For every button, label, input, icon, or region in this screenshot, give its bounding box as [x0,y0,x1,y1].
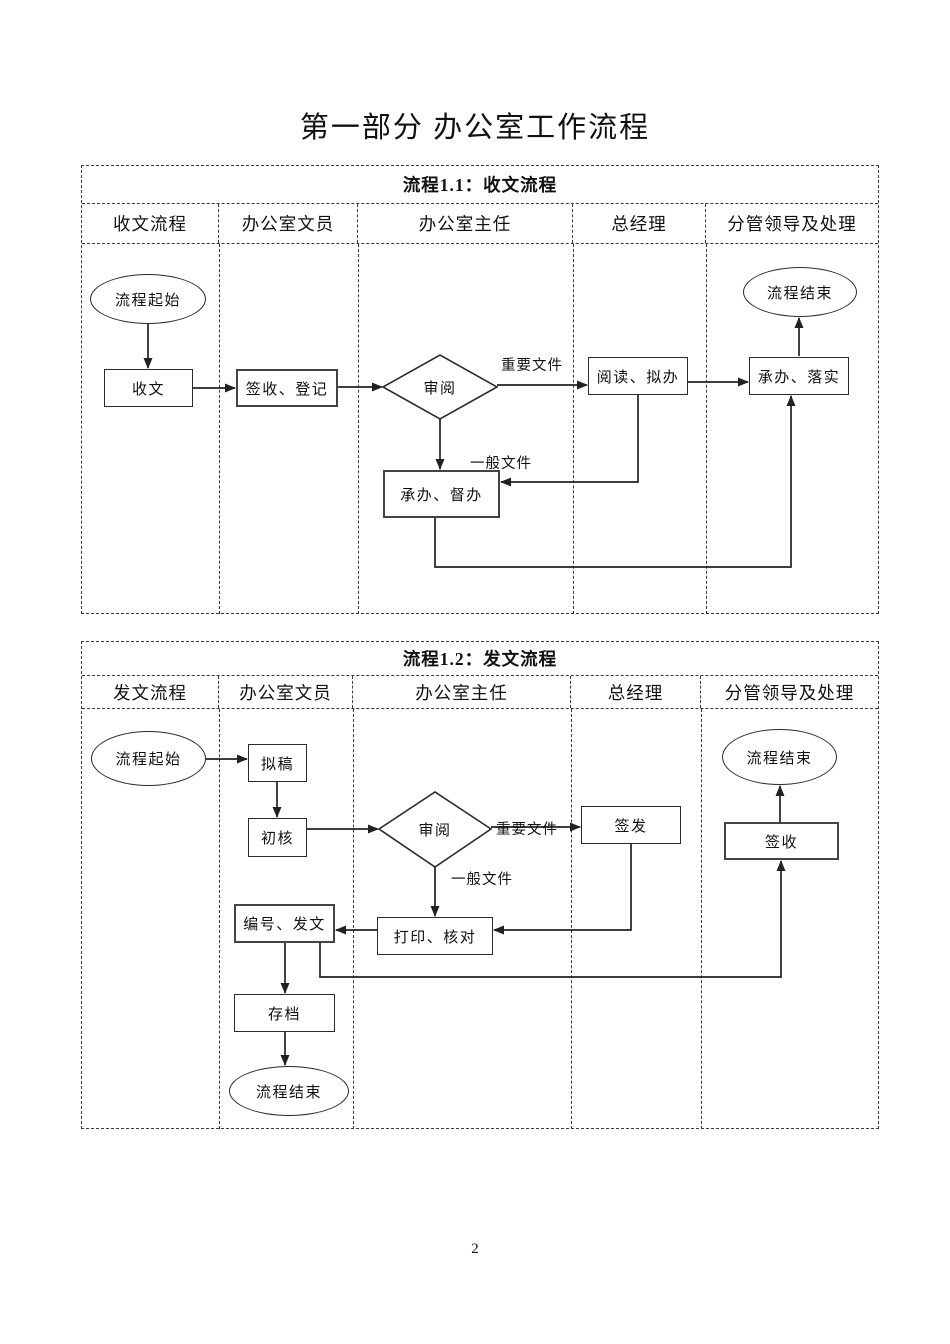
lane-header-cell: 分管领导及处理 [727,214,857,234]
edge-handlesupervise-to-handleimplement [434,395,796,568]
lane-header-cell: 总经理 [571,676,701,708]
edge-readpropose-to-handlesupervise [500,395,639,487]
node-review-decision: 审阅 [423,380,457,397]
flowchart-receiving: 流程1.1：收文流程 收文流程 办公室文员 办公室主任 总经理 分管领导及处理 [81,165,879,614]
node-read-propose: 阅读、拟办 [588,357,688,395]
node-archive: 存档 [234,994,335,1032]
node-first-check: 初核 [248,818,307,857]
lane-separator [358,244,359,614]
flowchart-issuing-title: 流程1.2：发文流程 [82,642,878,676]
flowchart-receiving-lane-header: 收文流程 办公室文员 办公室主任 总经理 分管领导及处理 [82,204,878,244]
lane-header-cell: 发文流程 [82,676,219,708]
node-number-issue: 编号、发文 [234,904,335,943]
lane-header-cell: 办公室文员 [219,676,353,708]
edge-label-important-file: 重要文件 [496,822,558,838]
flowchart-issuing-edges [206,754,786,1066]
node-process-end: 流程结束 [743,267,857,317]
node-handle-implement: 承办、落实 [749,357,849,395]
lane-header-cell: 办公室主任 [358,204,573,243]
page-number: 2 [471,1241,479,1257]
node-handle-supervise: 承办、督办 [383,470,500,518]
decision-diamond-shape [377,791,493,868]
flowchart-issuing: 流程1.2：发文流程 发文流程 办公室文员 办公室主任 总经理 分管领导及处理 [81,641,879,1129]
node-process-end-bottom: 流程结束 [229,1066,349,1116]
lane-header-cell: 办公室主任 [353,676,571,708]
edge-label-general-file: 一般文件 [451,872,513,888]
lane-separator [219,244,220,614]
flowchart-receiving-title: 流程1.1：收文流程 [82,166,878,204]
node-draft: 拟稿 [248,744,307,782]
lane-separator [701,709,702,1129]
edge-numberissue-to-signreceive [319,860,786,978]
lane-header-cell: 分管领导及处理 [724,682,855,703]
node-review-decision: 审阅 [418,823,452,839]
lane-separator [353,709,354,1129]
edge-issuesign-to-printcheck [493,844,632,935]
flowchart-issuing-lane-header: 发文流程 办公室文员 办公室主任 总经理 分管领导及处理 [82,676,878,709]
page-title: 第一部分 办公室工作流程 [299,112,651,144]
lane-separator [219,709,220,1129]
flowchart-issuing-body: 流程起始 拟稿 初核 审阅 签发 签收 流程结束 打印、核对 编号、发文 存档 … [82,709,878,1129]
edge-label-general-file: 一般文件 [470,456,532,472]
edge-label-important-file: 重要文件 [501,358,563,374]
flowchart-receiving-edges [143,317,804,568]
lane-separator [706,244,707,614]
lane-header-cell: 办公室文员 [219,204,358,243]
node-process-end-top: 流程结束 [722,729,837,785]
lane-separator [573,244,574,614]
lane-header-cell: 总经理 [573,204,706,243]
node-sign-register: 签收、登记 [236,369,338,407]
lane-separator [571,709,572,1129]
node-process-start: 流程起始 [90,274,206,324]
decision-diamond-shape [381,354,499,420]
node-receive-document: 收文 [104,369,193,407]
node-process-start: 流程起始 [91,731,206,786]
node-print-check: 打印、核对 [377,917,493,955]
node-sign-receive: 签收 [724,822,839,860]
flowchart-receiving-body: 流程起始 收文 签收、登记 审阅 阅读、拟办 承办、落实 流程结束 承办、督办 … [82,244,878,614]
lane-header-cell: 收文流程 [82,204,219,243]
node-issue-sign: 签发 [581,806,681,844]
